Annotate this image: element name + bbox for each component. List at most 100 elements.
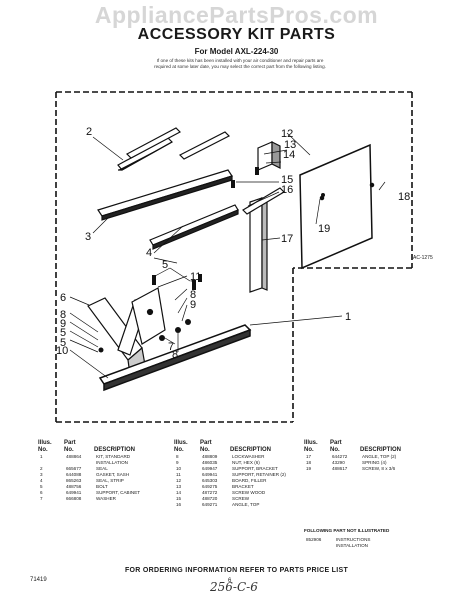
cell-desc: SCREW WOOD: [232, 490, 266, 495]
cell-illus: 18: [306, 460, 312, 465]
callout-8: 8: [190, 289, 196, 301]
cell-part: 665677: [66, 466, 82, 471]
support-retainer: [249, 197, 268, 293]
figure-code: AC-1275: [413, 255, 433, 261]
cell-illus: 1: [40, 454, 43, 459]
hdr-part-no-3: No.: [330, 447, 340, 453]
cell-part: 644088: [66, 472, 82, 477]
cell-part: 488617: [332, 466, 348, 471]
cell-illus: 12: [176, 478, 182, 483]
callout-13: 13: [284, 139, 296, 151]
cell-part: 649947: [202, 466, 218, 471]
long-support: [98, 324, 252, 392]
bracket: [257, 141, 281, 171]
table-row: 9 486035 NUT, HEX (6): [174, 460, 288, 466]
filler-board: [299, 143, 375, 270]
leader-lines: [69, 132, 386, 379]
cell-part: 488809: [202, 454, 218, 459]
svg-text:8: 8: [172, 349, 178, 361]
callout-17: 17: [281, 233, 293, 245]
hdr-no: No.: [38, 447, 48, 453]
cell-illus: 9: [176, 460, 179, 465]
cell-illus: 8: [176, 454, 179, 459]
seal-strip: [149, 204, 239, 250]
diagram-border: [55, 91, 413, 423]
cell-desc: INSTALLATION: [336, 543, 368, 548]
callout-5: 5: [162, 259, 168, 271]
cell-illus: 5: [40, 484, 43, 489]
cell-illus: 11: [176, 472, 181, 477]
seal-strips: [117, 127, 231, 171]
cell-desc: INSTALLATION: [96, 460, 128, 465]
page-number: 6: [228, 578, 232, 584]
parts-table-col2: 8 488809 LOCKWASHER 9 486035 NUT, HEX (6) 10 64…: [174, 454, 288, 508]
cell-part: 649941: [66, 490, 82, 495]
cell-part: 488720: [202, 496, 218, 501]
table-row: INSTALLATION: [38, 460, 142, 466]
callout-14: 14: [283, 149, 295, 161]
hdr-illus-2: Illus.: [174, 440, 188, 446]
table-row: 1 488864 KIT, STANDARD: [38, 454, 142, 460]
cell-part: 649275: [202, 484, 218, 489]
hdr-part-no-2: No.: [200, 447, 210, 453]
hdr-part: Part: [64, 440, 76, 446]
watermark: AppliancePartsPros.com: [94, 2, 379, 28]
svg-text:5: 5: [60, 337, 66, 349]
cell-illus: 10: [176, 466, 182, 471]
cell-illus: 15: [176, 496, 182, 501]
callout-16: 16: [281, 184, 293, 196]
cell-desc: ANGLE, TOP (2): [362, 454, 397, 459]
table-row: INSTALLATION: [304, 543, 372, 549]
footer-id: 71419: [30, 577, 47, 583]
cell-desc: LOCKWASHER: [232, 454, 265, 459]
cell-illus: 7: [40, 496, 43, 501]
cell-part: 488756: [66, 484, 82, 489]
hdr-part-2: Part: [200, 440, 212, 446]
left-small-callouts: 8 9 5 5 7 8: [60, 309, 178, 361]
svg-text:7: 7: [168, 341, 174, 353]
callout-10: 10: [56, 345, 68, 357]
instruction-note: If one of these kits has been installed …: [70, 58, 410, 70]
cell-desc: SCREW: [232, 496, 250, 501]
gasket-sash: [97, 169, 233, 221]
hdr-no-2: No.: [174, 447, 184, 453]
cell-part: 649941: [202, 472, 218, 477]
callout-9: 9: [190, 299, 196, 311]
callout-3: 3: [85, 231, 91, 243]
handwritten-note: 256-C-6: [210, 580, 258, 594]
not-illustrated-header: FOLLOWING PART NOT ILLUSTRATED: [304, 528, 390, 533]
note-line-1: If one of these kits has been installed …: [156, 58, 324, 63]
cell-desc: BOLT: [96, 484, 108, 489]
svg-text:5: 5: [60, 327, 66, 339]
cell-desc: SPRING (4): [362, 460, 387, 465]
cell-part: 486035: [202, 460, 218, 465]
cell-desc: INSTRUCTIONS: [336, 537, 371, 542]
cell-desc: SEAL, STRIP: [96, 478, 124, 483]
cell-illus: 19: [306, 466, 312, 471]
table-row: 8 488809 LOCKWASHER: [174, 454, 288, 460]
cell-desc: NUT, HEX (6): [232, 460, 260, 465]
cell-illus: 16: [176, 502, 182, 507]
cell-part: 488864: [66, 454, 82, 459]
cell-desc: KIT, STANDARD: [96, 454, 131, 459]
cell-illus: 14: [176, 490, 182, 495]
cell-desc: BOARD, FILLER: [232, 478, 267, 483]
model-subtitle: For Model AXL-224-30: [194, 47, 279, 56]
callout-1: 1: [345, 311, 351, 323]
